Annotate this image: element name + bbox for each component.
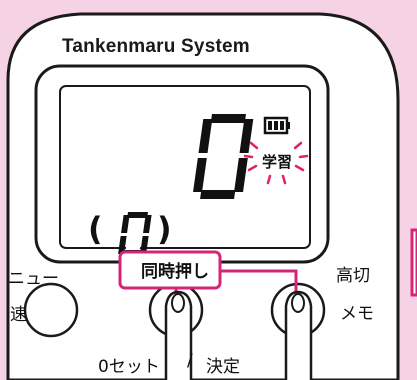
zero-set-label: 0セット (98, 357, 160, 377)
menu-button-shape (23, 282, 79, 338)
decide-label: 決定 (206, 357, 240, 377)
paren-close: ) (157, 210, 172, 248)
slash-separator: / (187, 351, 193, 371)
menu-button-label: ニュー (8, 269, 59, 289)
brand-title: Tankenmaru System (62, 36, 250, 57)
paren-open: ( (88, 210, 103, 248)
memo-label: メモ (340, 304, 374, 324)
simultaneous-press-callout: 同時押し (141, 261, 209, 282)
memo-button[interactable] (272, 284, 324, 336)
side-tab (410, 228, 417, 297)
battery-icon (263, 116, 290, 135)
high-cut-label: 高切 (336, 266, 370, 286)
menu-button[interactable] (25, 284, 77, 336)
learn-indicator: 学習 (262, 153, 293, 171)
blink-rays-icon (243, 141, 309, 185)
callout-box (118, 250, 222, 290)
zero-set-decide-button[interactable] (150, 284, 202, 336)
main-digit (193, 114, 254, 199)
finger-icon (164, 290, 313, 380)
speed-button-label: 速 (10, 305, 27, 325)
